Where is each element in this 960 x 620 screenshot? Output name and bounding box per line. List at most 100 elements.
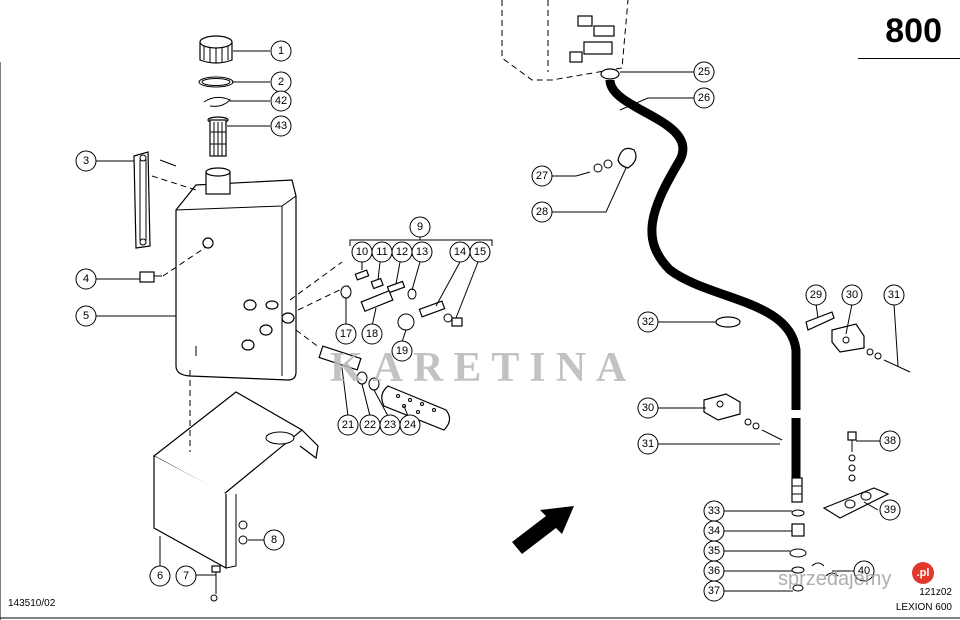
svg-text:35: 35 [708,545,720,557]
svg-text:21: 21 [342,419,354,431]
breather-fitting [139,271,162,283]
svg-text:23: 23 [384,419,396,431]
callout-23: 23 [379,414,401,436]
callout-32: 32 [637,311,659,333]
callout-24: 24 [399,414,421,436]
fitting-group [340,269,463,331]
callout-5: 5 [75,305,97,327]
callout-9: 9 [409,216,431,238]
callout-31: 31 [883,284,905,306]
watermark-text: KARETINA [330,345,637,391]
callout-1: 1 [270,40,292,62]
callout-37: 37 [703,580,725,602]
hydraulic-hose [605,79,801,480]
callout-18: 18 [361,323,383,345]
level-gauge [133,151,151,249]
svg-text:17: 17 [340,328,352,340]
hydraulic-tank [175,167,297,381]
model-reference: 121z02 LEXION 600 [896,585,952,615]
drawing-code: 121z02 [919,587,952,598]
watermark-badge: .pl [912,562,934,584]
callout-36: 36 [703,560,725,582]
clip-40 [811,562,839,577]
retaining-clip [203,96,231,107]
callout-19: 19 [391,340,413,362]
callout-26: 26 [693,87,715,109]
callout-11: 11 [371,241,393,263]
model-name: LEXION 600 [895,602,952,613]
callout-17: 17 [335,323,357,345]
svg-text:36: 36 [708,565,720,577]
svg-text:31: 31 [642,438,654,450]
tank-bracket [152,391,319,570]
svg-text:30: 30 [642,402,654,414]
hose-clamp [575,147,637,177]
callout-29: 29 [805,284,827,306]
callout-34: 34 [703,520,725,542]
svg-text:34: 34 [708,525,720,537]
bracket-bolt [210,565,221,602]
clamp-38-39 [822,431,890,519]
svg-text:6: 6 [157,570,163,582]
svg-text:31: 31 [888,289,900,301]
callout-13: 13 [411,241,433,263]
svg-text:12: 12 [396,246,408,258]
callout-40: 40 [853,560,875,582]
svg-text:14: 14 [454,246,466,258]
svg-text:32: 32 [642,316,654,328]
callout-8: 8 [263,529,285,551]
svg-text:37: 37 [708,585,720,597]
callout-14: 14 [449,241,471,263]
svg-text:26: 26 [698,92,710,104]
svg-text:1: 1 [278,45,284,57]
callout-43: 43 [270,115,292,137]
filler-strainer [207,116,229,157]
page-number: 800 [885,12,942,50]
svg-text:15: 15 [474,246,486,258]
svg-text:3: 3 [83,155,89,167]
svg-text:42: 42 [275,95,287,107]
hose-end-fitting [791,477,803,503]
svg-text:22: 22 [364,419,376,431]
valve-fittings [569,15,620,80]
callout-markers: 1 2 42 43 3 4 5 6 7 8 9 10 11 12 13 14 1… [75,40,905,602]
page-number-rule [858,58,960,59]
svg-text:2: 2 [278,76,284,88]
svg-text:8: 8 [271,534,277,546]
callout-27: 27 [531,165,553,187]
svg-text:40: 40 [858,565,870,577]
callout-28: 28 [531,201,553,223]
clamp-block [703,393,783,441]
svg-text:38: 38 [884,435,896,447]
leader-lines [96,50,899,592]
callout-6: 6 [149,565,171,587]
callout-7: 7 [175,565,197,587]
svg-text:29: 29 [810,289,822,301]
svg-text:27: 27 [536,170,548,182]
callout-31b: 31 [637,433,659,455]
callout-35: 35 [703,540,725,562]
svg-text:19: 19 [396,345,408,357]
callout-30b: 30 [637,397,659,419]
svg-text:10: 10 [356,246,368,258]
svg-text:28: 28 [536,206,548,218]
svg-text:18: 18 [366,328,378,340]
clamp-32 [715,316,741,328]
direction-arrow [512,506,574,554]
callout-4: 4 [75,268,97,290]
callout-42: 42 [270,90,292,112]
watermark-site: sprzedajemy [778,568,892,590]
valve-block-outline [501,0,629,81]
svg-text:24: 24 [404,419,416,431]
callout-33: 33 [703,500,725,522]
callout-12: 12 [391,241,413,263]
filler-cap [199,35,233,64]
mounting-bracket [805,311,911,373]
callout-10: 10 [351,241,373,263]
svg-text:33: 33 [708,505,720,517]
callout-25: 25 [693,61,715,83]
svg-text:43: 43 [275,120,287,132]
callout-21: 21 [337,414,359,436]
